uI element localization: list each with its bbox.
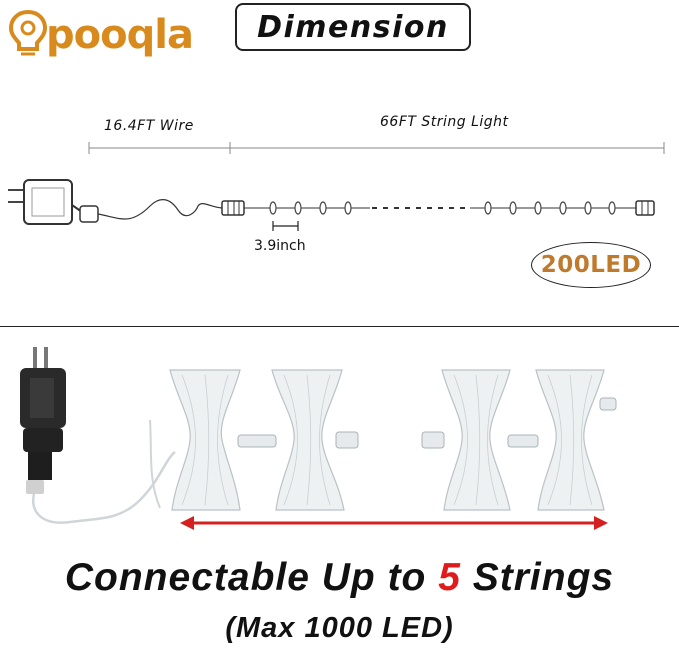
bulb-icon: [319, 201, 327, 215]
light-bundle: [535, 369, 605, 511]
title-box: Dimension: [235, 3, 471, 51]
bulb-icon: [344, 201, 352, 215]
connectable-headline: Connectable Up to 5 Strings: [0, 556, 679, 600]
bulb-icon: [269, 201, 277, 215]
wire: [97, 199, 223, 220]
string-length-label: 66FT String Light: [380, 114, 509, 130]
bulb-group: [269, 201, 616, 215]
dimension-diagram: [8, 142, 665, 231]
bulb-icon: [584, 201, 592, 215]
section-divider: [0, 326, 679, 327]
headline-suffix: Strings: [460, 556, 615, 599]
connector-icon: [221, 200, 245, 216]
bulb-icon: [608, 201, 616, 215]
measure-lines: [88, 142, 665, 154]
bulb-spacing-label: 3.9inch: [254, 238, 306, 254]
light-bundle: [169, 369, 241, 511]
brand-logo: pooqla: [8, 8, 194, 60]
headline-number: 5: [438, 556, 461, 599]
light-bundle: [271, 369, 345, 511]
adapter-photo: [20, 347, 66, 494]
power-adapter-icon: [8, 179, 99, 225]
end-connector-icon: [635, 200, 655, 216]
led-count-badge: 200LED: [531, 242, 651, 288]
light-bundle-group: [169, 369, 617, 511]
page-title: Dimension: [257, 9, 449, 45]
bulb-icon: [509, 201, 517, 215]
arrow-icon: [180, 516, 608, 530]
bulb-icon: [559, 201, 567, 215]
wire-length-label: 16.4FT Wire: [104, 118, 194, 134]
led-count-text: 200LED: [540, 252, 642, 278]
headline-prefix: Connectable Up to: [64, 556, 439, 599]
light-bundle: [441, 369, 511, 511]
bulb-icon: [534, 201, 542, 215]
spacing-marker: [272, 221, 299, 231]
bulb-icon: [484, 201, 492, 215]
bulb-icon: [294, 201, 302, 215]
max-led-subline: (Max 1000 LED): [225, 612, 454, 644]
lightbulb-icon: [8, 9, 48, 56]
brand-name: pooqla: [46, 12, 194, 58]
